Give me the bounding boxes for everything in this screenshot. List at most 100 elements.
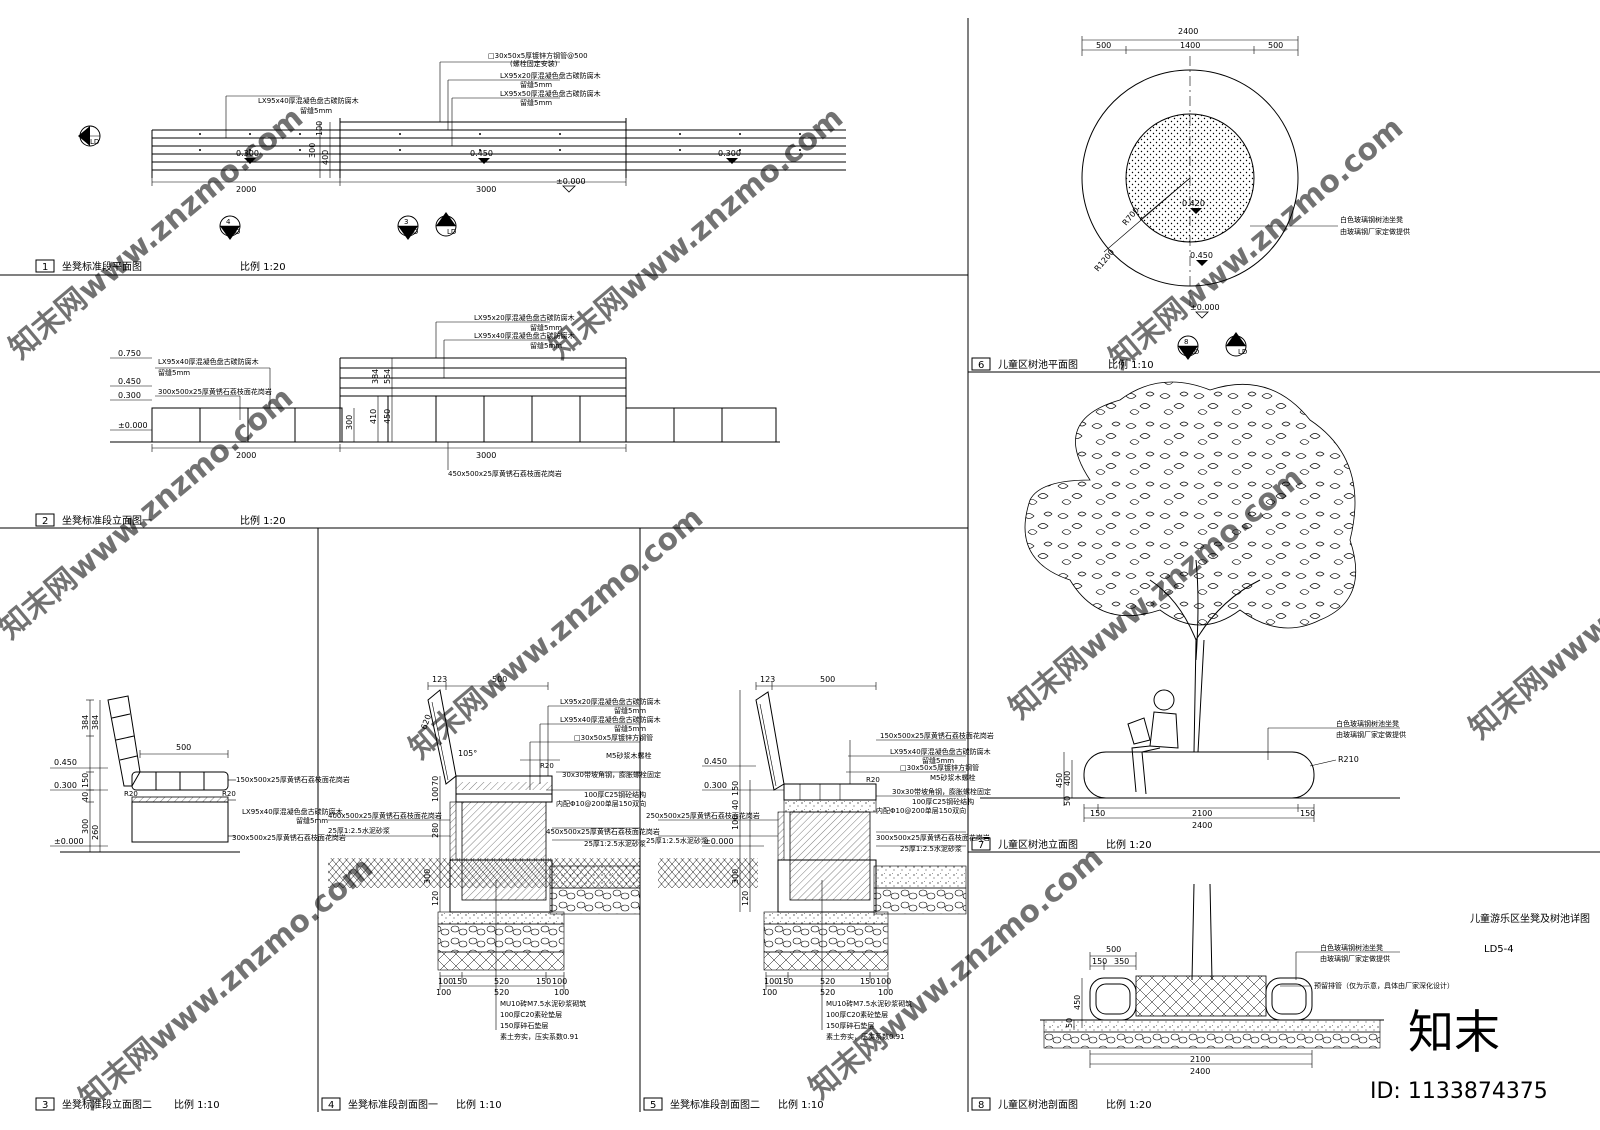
- plan6-note: 白色玻璃钢树池坐凳: [1340, 215, 1403, 224]
- sect4-note: M5砂浆木螺栓: [606, 751, 652, 760]
- sect4-dim: 520: [494, 988, 509, 997]
- watermark-text: 知末网www.znzmo.com: [1463, 480, 1600, 746]
- sect5-level: 0.450: [704, 757, 727, 766]
- drawing-title: 坐凳标准段立面图一: [62, 514, 152, 527]
- drawing-number: 6: [978, 360, 984, 371]
- sect8-dim: 450: [1073, 995, 1082, 1010]
- elev3-level: 0.300: [54, 781, 77, 790]
- section-tag: 8LD: [1177, 335, 1199, 360]
- elev3-level: ±0.000: [54, 837, 84, 846]
- elev3-note: 300x500x25厚黄锈石荔枝面花岗岩: [232, 833, 346, 842]
- panel-bench-elevation-2: 500 384 384 150 40 300 260 0.450 0.300 ±…: [50, 695, 350, 853]
- drawing-label: 4: [226, 218, 231, 226]
- drawing-title: 坐凳标准段平面图: [62, 260, 142, 273]
- sect4-dim: 123: [432, 675, 447, 684]
- plan6-dim: 500: [1096, 41, 1111, 50]
- sect4-note: 400x500x25厚黄锈石荔枝面花岗岩: [328, 811, 442, 820]
- sect5-dim: 40: [731, 800, 740, 810]
- elev-dim: 450: [383, 409, 392, 424]
- drawing-title: 坐凳标准段剖面图二: [670, 1098, 760, 1111]
- sect5-dim: 120: [741, 891, 750, 906]
- plan6-level: 0.420: [1182, 199, 1205, 208]
- elev-dim: 410: [369, 409, 378, 424]
- sect4-dim: 150: [452, 977, 467, 986]
- panel-bench-section-1: 123 500 620 105° 70 100 280 300 120 100 …: [328, 675, 661, 1041]
- sect5-dim: 500: [820, 675, 835, 684]
- drawing-number: 2: [42, 516, 48, 527]
- drawing-title: 坐凳标准段剖面图一: [348, 1098, 438, 1111]
- sect4-dim: 100: [438, 977, 453, 986]
- elev3-radius: R20: [222, 790, 236, 798]
- drawing-label: 3: [86, 128, 90, 136]
- elev-dim: 554: [383, 369, 392, 384]
- sect8-note: 白色玻璃钢树池坐凳: [1320, 943, 1383, 952]
- drawing-label: LD: [409, 228, 418, 236]
- elev3-dim: 40: [81, 792, 90, 802]
- sect5-level: 0.300: [704, 781, 727, 790]
- sect4-note: 留缝5mm: [614, 706, 646, 715]
- sheet-name: 儿童游乐区坐凳及树池详图: [1470, 912, 1590, 925]
- panel-tree-pool-plan: 2400 500 1400 500 R700 R1200 0.420 0.450…: [1081, 27, 1410, 360]
- elev-level: 0.750: [118, 349, 141, 358]
- sect4-note: MU10砖M7.5水泥砂浆砌筑: [500, 999, 586, 1008]
- elev7-dim: 150: [1090, 809, 1105, 818]
- elev3-note: LX95x40厚混凝色盘古碳防腐木: [242, 807, 343, 816]
- sect5-dim: 150: [860, 977, 875, 986]
- sect4-note: 100厚C20素砼垫层: [500, 1010, 562, 1019]
- drawing-label: 2: [442, 218, 446, 226]
- elev7-dim: 50: [1063, 796, 1072, 806]
- panel-bench-section-2: 123 500 150 40 100 300 120 100 150 520 1…: [646, 675, 994, 1041]
- plan-level: 0.300: [718, 149, 741, 158]
- sect5-note: 25厚1:2.5水泥砂浆: [900, 844, 962, 853]
- drawing-title: 儿童区树池剖面图: [998, 1098, 1078, 1111]
- sect5-note: 300x500x25厚黄锈石荔枝面花岗岩: [876, 833, 990, 842]
- drawing-label: 3: [404, 218, 408, 226]
- sect4-dim: 100: [436, 988, 451, 997]
- drawing-label: 8: [1184, 338, 1188, 346]
- drawing-scale: 比例 1:20: [240, 260, 286, 273]
- elev-level: 0.300: [118, 391, 141, 400]
- plan-note-2b: (螺栓固定安装): [510, 59, 558, 68]
- sect5-note: □30x50x5厚镀锌方钢管: [900, 763, 979, 772]
- elev-note: 300x500x25厚黄锈石荔枝面花岗岩: [158, 387, 272, 396]
- section-tag: 2LD: [435, 212, 457, 237]
- drawing-title: 儿童区树池平面图: [998, 358, 1078, 371]
- elev3-dim: 384: [81, 715, 90, 730]
- sect5-note: 内配Φ10@200单层150双向: [876, 806, 966, 815]
- sect8-dim: 350: [1114, 957, 1129, 966]
- tree-illustration: [1024, 381, 1357, 753]
- sect8-note: 由玻璃钢厂家定做提供: [1320, 954, 1390, 963]
- sect4-dim: 300: [423, 869, 432, 884]
- sect4-radius: R20: [540, 762, 554, 770]
- sect4-note: 内配Φ10@200单层150双向: [556, 799, 646, 808]
- elev7-note: 由玻璃钢厂家定做提供: [1336, 730, 1406, 739]
- sect4-note: 450x500x25厚黄锈石荔枝面花岗岩: [546, 827, 660, 836]
- sect5-note: 留缝5mm: [922, 756, 954, 765]
- plan6-dim: R700: [1121, 206, 1141, 228]
- panel-bench-elevation-1: 0.750 0.450 0.300 ±0.000 LX95x40厚混凝色盘古碳防…: [110, 313, 780, 478]
- sect5-dim: 100: [878, 988, 893, 997]
- section-tag: 3LD: [78, 125, 101, 147]
- elev-level: 0.450: [118, 377, 141, 386]
- plan-note-1b: 留缝5mm: [300, 106, 332, 115]
- elev-note: 450x500x25厚黄锈石荔枝面花岗岩: [448, 469, 562, 478]
- plan-note-1: LX95x40厚混凝色盘古碳防腐木: [258, 96, 359, 105]
- elev-dim: 384: [371, 369, 380, 384]
- sect5-dim: 520: [820, 977, 835, 986]
- plan-level: 0.450: [470, 149, 493, 158]
- panel-frames: [0, 18, 1600, 1112]
- plan-note-4: LX95x50厚混凝色盘古碳防腐木: [500, 89, 601, 98]
- sect5-note: 150厚碎石垫层: [826, 1021, 874, 1030]
- drawing-scale: 比例 1:10: [456, 1098, 502, 1111]
- elev3-dim: 150: [81, 773, 90, 788]
- elev-dim: 2000: [236, 451, 256, 460]
- elev7-dim: 400: [1063, 771, 1072, 786]
- elev-note: LX95x40厚混凝色盘古碳防腐木: [474, 331, 575, 340]
- panel-tree-pool-section: 500 150 350 450 50 2100 2400 白色玻璃钢树池坐凳 由…: [1040, 883, 1590, 1076]
- sect8-dim: 500: [1106, 945, 1121, 954]
- elev-note: 留缝5mm: [530, 323, 562, 332]
- drawing-number: 3: [42, 1100, 48, 1111]
- plan-dim: 3000: [476, 185, 496, 194]
- plan6-dim: 2400: [1178, 27, 1198, 36]
- elev3-radius: R20: [124, 790, 138, 798]
